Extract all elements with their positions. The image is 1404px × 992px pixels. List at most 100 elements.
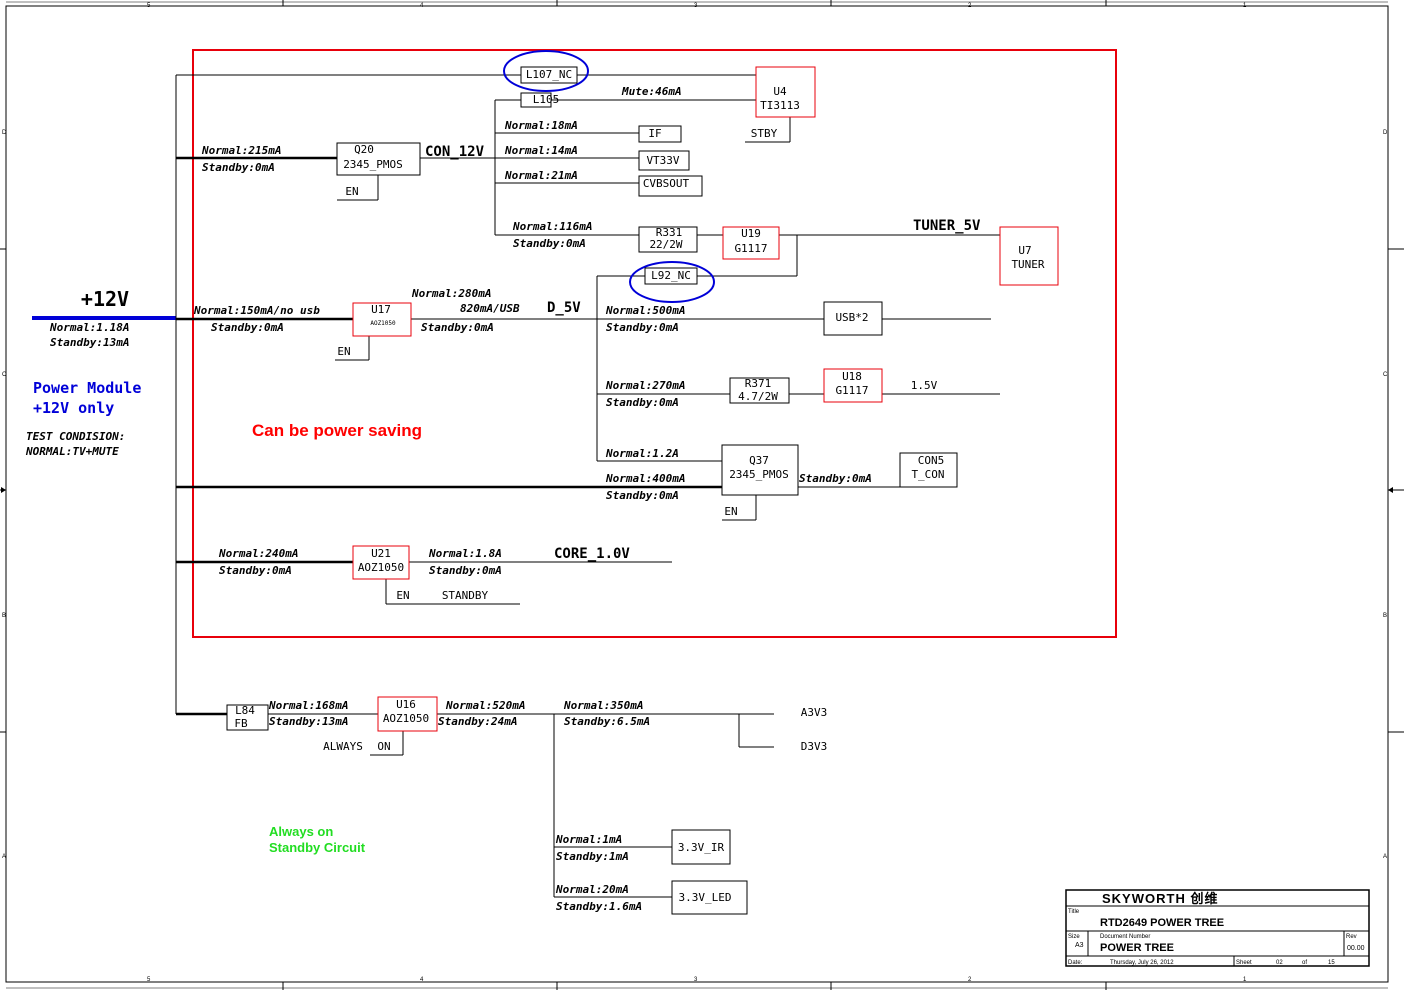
cvbs-normal: Normal:21mA	[504, 169, 578, 182]
u17-en: EN	[337, 345, 350, 358]
q37-label: Q37	[749, 454, 769, 467]
row-label-c-right: C	[1383, 372, 1388, 378]
q37-in-normal: Normal:400mA	[605, 472, 685, 485]
u18-normal: Normal:270mA	[605, 379, 685, 392]
led-standby: Standby:1.6mA	[556, 900, 642, 913]
title-block: SKYWORTH 创维 Title RTD2649 POWER TREE Siz…	[1065, 889, 1370, 967]
u19-box	[722, 226, 780, 260]
l92-label: L92_NC	[651, 269, 691, 282]
r371-value: 4.7/2W	[738, 390, 778, 403]
mute-label: Mute:46mA	[621, 85, 682, 98]
core-rail: CORE_1.0V	[554, 546, 630, 562]
col-label-4-bottom: 4	[420, 977, 424, 983]
usb-label: USB*2	[835, 311, 868, 324]
l105-label: L105	[533, 93, 560, 106]
tb-sheet-caption: Sheet	[1236, 960, 1252, 966]
ir-standby: Standby:1mA	[556, 850, 629, 863]
u16-always: ALWAYS	[323, 740, 363, 753]
q20-standby: Standby:0mA	[202, 161, 275, 174]
cvbsout-box	[638, 175, 703, 197]
col-label-2-bottom: 2	[968, 977, 972, 983]
v15-label: 1.5V	[911, 379, 938, 392]
u18-part: G1117	[835, 384, 868, 397]
a3-standby: Standby:6.5mA	[564, 715, 650, 728]
u17-out-normal: Normal:280mA	[411, 287, 491, 300]
u17-part: AOZ1050	[370, 320, 396, 327]
l107-nc-ellipse	[503, 50, 589, 92]
power-module-note-2: +12V only	[33, 399, 114, 417]
tb-rev-caption: Rev	[1346, 934, 1357, 940]
r371-label: R371	[745, 377, 772, 390]
r331-box	[638, 226, 698, 253]
d5v-rail: D_5V	[547, 300, 581, 316]
q20-en: EN	[345, 185, 358, 198]
tuner-standby: Standby:0mA	[513, 237, 586, 250]
input-rail-name: +12V	[81, 287, 129, 311]
u19-label: U19	[741, 227, 761, 240]
ir-normal: Normal:1mA	[555, 833, 622, 846]
u17-in-normal: Normal:150mA/no usb	[193, 304, 320, 317]
col-label-3-bottom: 3	[694, 977, 698, 983]
u21-label: U21	[371, 547, 391, 560]
u7-box	[999, 226, 1059, 286]
u16-in-normal: Normal:168mA	[268, 699, 348, 712]
q20-label: Q20	[354, 143, 374, 156]
test-condition-2: NORMAL:TV+MUTE	[25, 445, 119, 458]
u16-part: AOZ1050	[383, 712, 429, 725]
usb-standby: Standby:0mA	[606, 321, 679, 334]
input-standby: Standby:13mA	[50, 336, 129, 349]
tb-title-caption: Title	[1068, 909, 1080, 915]
u4-label: U4	[773, 85, 787, 98]
tb-title: RTD2649 POWER TREE	[1100, 917, 1224, 929]
col-label-3: 3	[694, 3, 698, 9]
u17-box	[352, 302, 412, 337]
u16-out-standby: Standby:24mA	[438, 715, 517, 728]
component-labels: L107_NC L105 U4 TI3113 STBY Q20 2345_PMO…	[234, 68, 1045, 904]
rail-names: +12V CON_12V TUNER_5V D_5V CORE_1.0V	[81, 144, 981, 562]
u16-out-normal: Normal:520mA	[445, 699, 525, 712]
u17-out-standby: Standby:0mA	[421, 321, 494, 334]
q20-part: 2345_PMOS	[343, 158, 403, 171]
usb-normal: Normal:500mA	[605, 304, 685, 317]
con5-box	[899, 452, 958, 488]
input-normal: Normal:1.18A	[49, 321, 129, 334]
tb-size: A3	[1075, 942, 1084, 949]
q20-box	[336, 142, 421, 176]
u16-label: U16	[396, 698, 416, 711]
u17-out-usb: 820mA/USB	[460, 302, 520, 315]
tb-doc: POWER TREE	[1100, 942, 1174, 954]
vt-normal: Normal:14mA	[504, 144, 578, 157]
col-label-5: 5	[147, 3, 151, 9]
u21-in-standby: Standby:0mA	[219, 564, 292, 577]
center-mark-left	[1, 487, 6, 493]
l84-value: FB	[234, 717, 248, 730]
u21-part: AOZ1050	[358, 561, 404, 574]
l92-nc-ellipse	[629, 261, 715, 303]
if-box	[638, 125, 682, 143]
power-saving-region	[192, 49, 1117, 638]
led-box	[671, 880, 748, 915]
u4-box	[755, 66, 816, 118]
test-condition-1: TEST CONDISION:	[26, 430, 125, 443]
tuner5v-rail: TUNER_5V	[913, 218, 981, 234]
l92-box	[644, 267, 698, 285]
q37-in-standby: Standby:0mA	[606, 489, 679, 502]
q37-en: EN	[724, 505, 737, 518]
u21-standby: STANDBY	[442, 589, 489, 602]
tb-rev: 00.00	[1347, 945, 1365, 952]
u21-en: EN	[396, 589, 409, 602]
u4-stby: STBY	[751, 127, 778, 140]
current-labels: Normal:1.18A Standby:13mA Mute:46mA Norm…	[49, 85, 872, 913]
row-label-b: B	[2, 613, 6, 619]
l107-box	[520, 66, 578, 84]
u18-standby: Standby:0mA	[606, 396, 679, 409]
q20-normal: Normal:215mA	[201, 144, 281, 157]
u21-in-normal: Normal:240mA	[218, 547, 298, 560]
u16-on: ON	[377, 740, 390, 753]
q37-branch-normal: Normal:1.2A	[605, 447, 679, 460]
u16-in-standby: Standby:13mA	[269, 715, 348, 728]
row-label-c: C	[2, 372, 7, 378]
u18-label: U18	[842, 370, 862, 383]
